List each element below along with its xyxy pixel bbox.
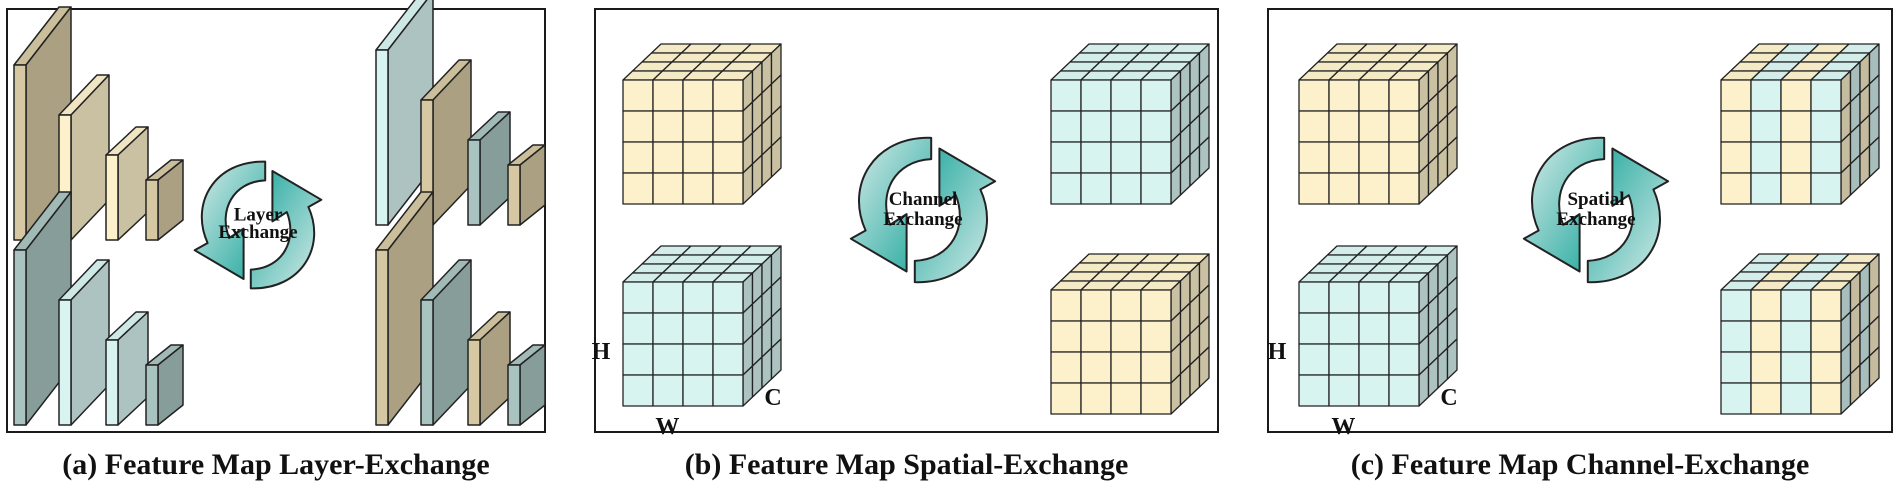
caption-spatial-exchange: (b) Feature Map Spatial-Exchange	[684, 448, 1129, 481]
feature-layer	[507, 144, 546, 226]
width-axis-label: W	[655, 414, 679, 440]
exchange-label-line: Exchange	[1556, 209, 1635, 230]
exchange-arrow-right	[1586, 147, 1670, 284]
channel-axis-label: C	[764, 385, 781, 411]
exchange-arrow-right	[249, 170, 323, 290]
exchange-arrow-right	[913, 147, 997, 284]
encoder-stack-top-left	[13, 6, 184, 241]
feature-layer	[58, 259, 110, 426]
encoder-stack-bottom-left	[13, 191, 184, 426]
cube-bottom-left	[622, 245, 782, 407]
caption-layer-exchange: (a) Feature Map Layer-Exchange	[62, 448, 490, 481]
feature-layer	[420, 259, 472, 426]
feature-layer	[467, 311, 511, 426]
feature-layer	[105, 126, 149, 241]
height-axis-label: H	[592, 339, 611, 365]
cube-bottom-right	[1720, 253, 1880, 415]
cube-top-left	[1298, 43, 1458, 205]
exchange-arrow-left	[193, 160, 267, 280]
caption-channel-exchange: (c) Feature Map Channel-Exchange	[1350, 448, 1810, 481]
width-axis-label: W	[1331, 414, 1355, 440]
cube-bottom-left	[1298, 245, 1458, 407]
exchange-label-line: Channel	[889, 189, 958, 210]
feature-layer	[507, 344, 546, 426]
exchange-label-line: Exchange	[883, 209, 962, 230]
exchange-label-line: Layer	[234, 205, 283, 226]
exchange-arrow-left	[849, 136, 933, 273]
exchange-arrow-left	[1522, 136, 1606, 273]
feature-layer	[105, 311, 149, 426]
exchange-label-line: Exchange	[218, 222, 297, 243]
exchange-label-line: Spatial	[1567, 189, 1624, 210]
cube-bottom-right	[1050, 253, 1210, 415]
height-axis-label: H	[1268, 339, 1287, 365]
cube-top-right	[1050, 43, 1210, 205]
encoder-stack-bottom-right	[375, 191, 546, 426]
encoder-stack-top-right	[375, 0, 546, 226]
cube-top-right	[1720, 43, 1880, 205]
feature-layer	[467, 111, 511, 226]
channel-axis-label: C	[1440, 385, 1457, 411]
feature-layer	[145, 159, 184, 241]
feature-layer	[145, 344, 184, 426]
cube-top-left	[622, 43, 782, 205]
